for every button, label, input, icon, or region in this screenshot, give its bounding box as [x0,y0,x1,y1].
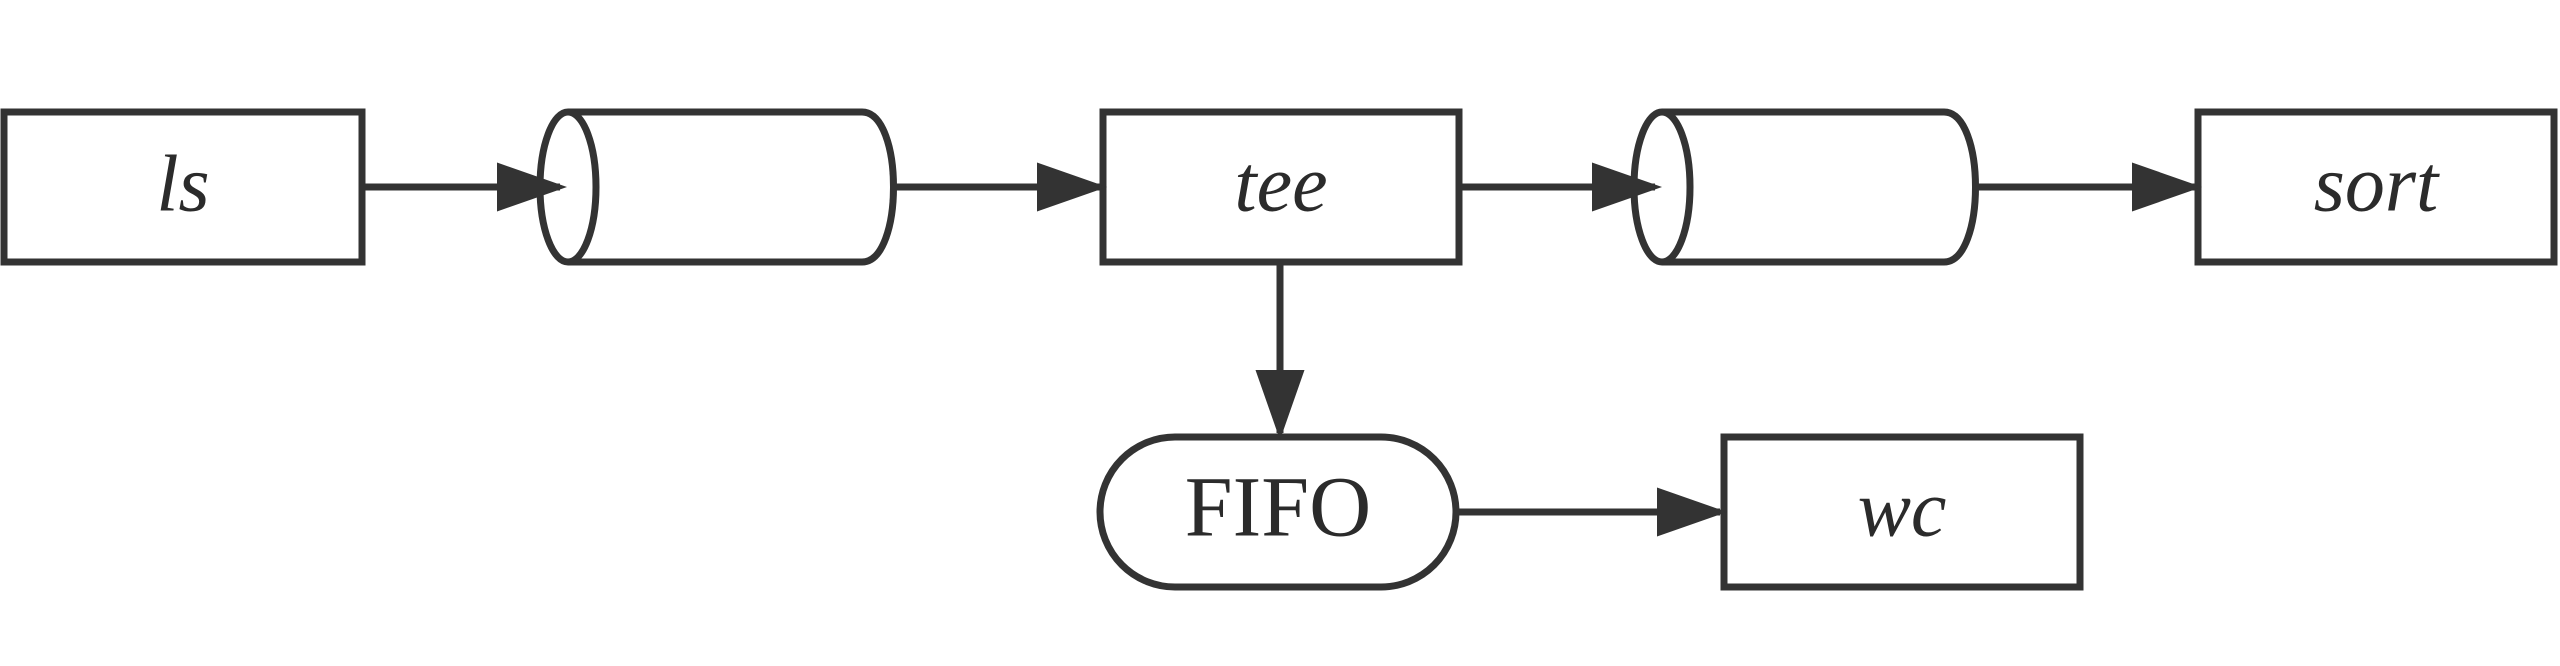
pipe-1-cylinder [536,108,897,266]
sort-label: sort [2314,140,2440,228]
ls-label: ls [156,140,209,228]
pipe-2-cylinder [1630,108,1979,266]
wc-label: wc [1858,465,1947,553]
tee-label: tee [1234,140,1327,228]
fifo-label: FIFO [1185,459,1371,555]
